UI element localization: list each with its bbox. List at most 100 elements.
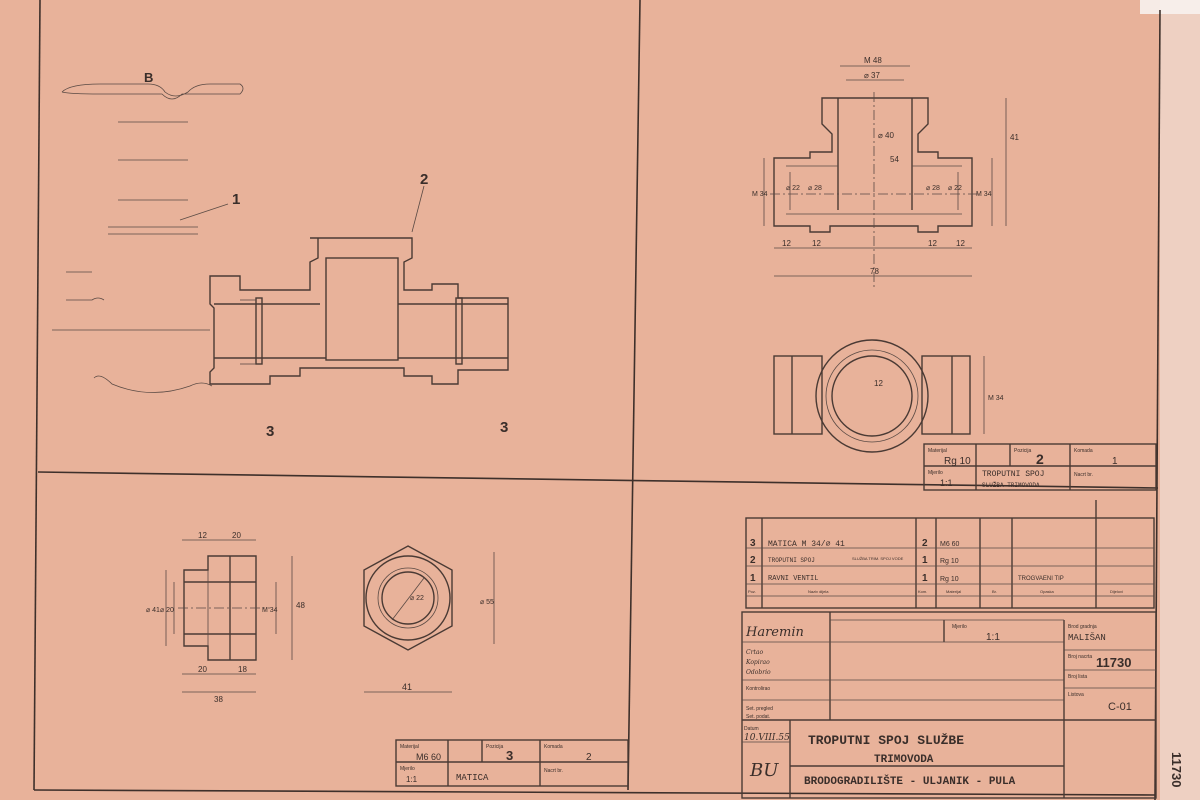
pl-h-sheet: Dijelovi [1110,589,1123,594]
p2-qty: 1 [1112,456,1118,467]
sig-label-3: Odobrio [746,669,771,676]
dim-12-d: 12 [956,239,965,248]
p3-dim-18: 18 [238,665,247,674]
company: BRODOGRADILIŠTE - ULJANIK - PULA [804,774,1016,788]
p3-dim-20-bottom: 20 [198,665,207,674]
pl-row2-name-note: SLUŽBA TRIM. SPOJ VODE [852,556,904,561]
p3-dim-d22: ⌀ 22 [410,595,424,602]
p2-sheet-label: Nacrt br. [1074,472,1093,478]
row-label-3: Set. podat. [746,714,770,720]
scale-label: Mjerilo [952,624,967,630]
pl-row3-material: M6 60 [940,541,960,548]
fragment-label: B [144,70,153,85]
part3-titleblock: Materijal M6 60 Pozicija 3 Komada 2 Mjer… [395,739,629,787]
pl-h-material: Materijal [946,589,961,594]
pl-row1-material: Rg 10 [940,576,959,583]
p3-dim-d20: ⌀ 20 [160,607,174,614]
pl-h-pos: Poz. [748,589,756,594]
p2-scale: 1:1 [940,478,953,488]
pl-row2-qty: 1 [922,555,928,566]
ship-label: Brod gradnja [1068,624,1097,630]
ship: MALIŠAN [1068,632,1106,643]
sig-label-1: Crtao [746,649,763,656]
pl-h-note: Opaska [1040,589,1055,594]
date: 10.VIII.55 [744,733,790,743]
pl-row1-name: RAVNI VENTIL [768,575,818,583]
dim-d28-right: ⌀ 28 [926,185,940,192]
dim-d40: ⌀ 40 [878,131,894,140]
date-label: Datum [744,726,759,732]
p3-scale-label: Mjerilo [400,766,415,772]
dim-plan-m34: M 34 [988,395,1004,402]
p3-position-label: Pozicija [486,744,503,750]
pl-row1-pos: 1 [750,573,756,584]
pl-h-weight: Br. [992,589,997,594]
p3-dim-m34: M 34 [262,607,278,614]
balloon-3-right: 3 [500,419,508,436]
p2-scale-label: Mjerilo [928,470,943,476]
sheets-label: Listova [1068,692,1084,698]
row-label-1: Kontrolirao [746,686,770,692]
logo: BU [749,760,779,781]
p3-dim-20-top: 20 [232,531,241,540]
subtitle: TRIMOVODA [874,754,934,766]
scale: 1:1 [986,632,1000,643]
pl-h-name: Naziv dijela [808,589,829,594]
drawing-no: 11730 [1096,655,1131,670]
pl-row1-note: TROGVAENI TIP [1018,576,1064,582]
dim-d22-right: ⌀ 22 [948,185,962,192]
p3-dim-38: 38 [214,695,223,704]
dim-12-c: 12 [928,239,937,248]
pl-row2-name: TROPUTNI SPOJ [768,557,815,564]
part3-view: 12 20 ⌀ 41 ⌀ 20 M 34 48 20 18 38 ⌀ 22 ⌀ … [146,531,495,704]
dim-12-b: 12 [812,239,821,248]
pl-row2-pos: 2 [750,555,756,566]
balloon-3-left: 3 [266,423,274,440]
part2-titleblock: Materijal Rg 10 Pozicija 2 Komada 1 Mjer… [923,443,1157,491]
dim-d22-left: ⌀ 22 [786,185,800,192]
dim-d37: ⌀ 37 [864,71,880,80]
signature: Haremin [745,625,804,640]
drawing-no-label: Broj nacrta [1068,654,1092,660]
dim-78: 78 [870,267,879,276]
p3-qty-label: Komada [544,744,563,750]
pl-row3-qty: 2 [922,538,928,549]
pl-row3-name: MATICA M 34/⌀ 41 [768,540,845,549]
title: TROPUTNI SPOJ SLUŽBE [808,733,964,748]
p3-dim-d41: ⌀ 41 [146,607,160,614]
dim-54: 54 [890,155,899,164]
row-label-2: Set. pregled [746,706,773,712]
p3-position: 3 [506,748,513,763]
main-titleblock: Haremin Crtao Kopirao Odobrio Kontrolira… [741,611,1184,799]
p3-qty: 2 [586,752,592,763]
p2-position: 2 [1036,451,1044,467]
p3-dim-48: 48 [296,601,305,610]
assembly-view: B 1 2 3 3 [52,70,509,440]
pl-h-qty: Kom. [918,589,927,594]
dim-m34-left: M 34 [752,191,768,198]
balloon-1: 1 [232,191,240,208]
p3-name: MATICA [456,773,489,783]
p2-position-label: Pozicija [1014,448,1031,454]
pl-row1-qty: 1 [922,573,928,584]
p2-name: TROPUTNI SPOJ [982,470,1044,479]
p3-sheet-label: Nacrt br. [544,768,563,774]
pl-row3-pos: 3 [750,538,756,549]
margin-number: 11730 [1169,752,1184,787]
p3-scale: 1:1 [406,775,418,784]
sig-label-2: Kopirao [745,659,770,666]
p2-qty-label: Komada [1074,448,1093,454]
sheet-frame [33,0,1161,800]
dim-m48: M 48 [864,56,882,65]
p2-name2: SLUŽBA TRIMOVODA [982,482,1040,489]
pl-row2-material: Rg 10 [940,558,959,565]
parts-list: 3 MATICA M 34/⌀ 41 2 M6 60 2 TROPUTNI SP… [745,500,1155,609]
p2-material: Rg 10 [944,456,971,467]
p3-dim-12: 12 [198,531,207,540]
p3-dim-d55: ⌀ 55 [480,599,494,606]
part2-view: M 48 ⌀ 37 ⌀ 40 54 41 M 34 ⌀ 22 ⌀ 28 ⌀ 28… [752,56,1019,453]
sheet-no-label: Broj lista [1068,674,1087,680]
dim-41: 41 [1010,133,1019,142]
dim-m34-right: M 34 [976,191,992,198]
